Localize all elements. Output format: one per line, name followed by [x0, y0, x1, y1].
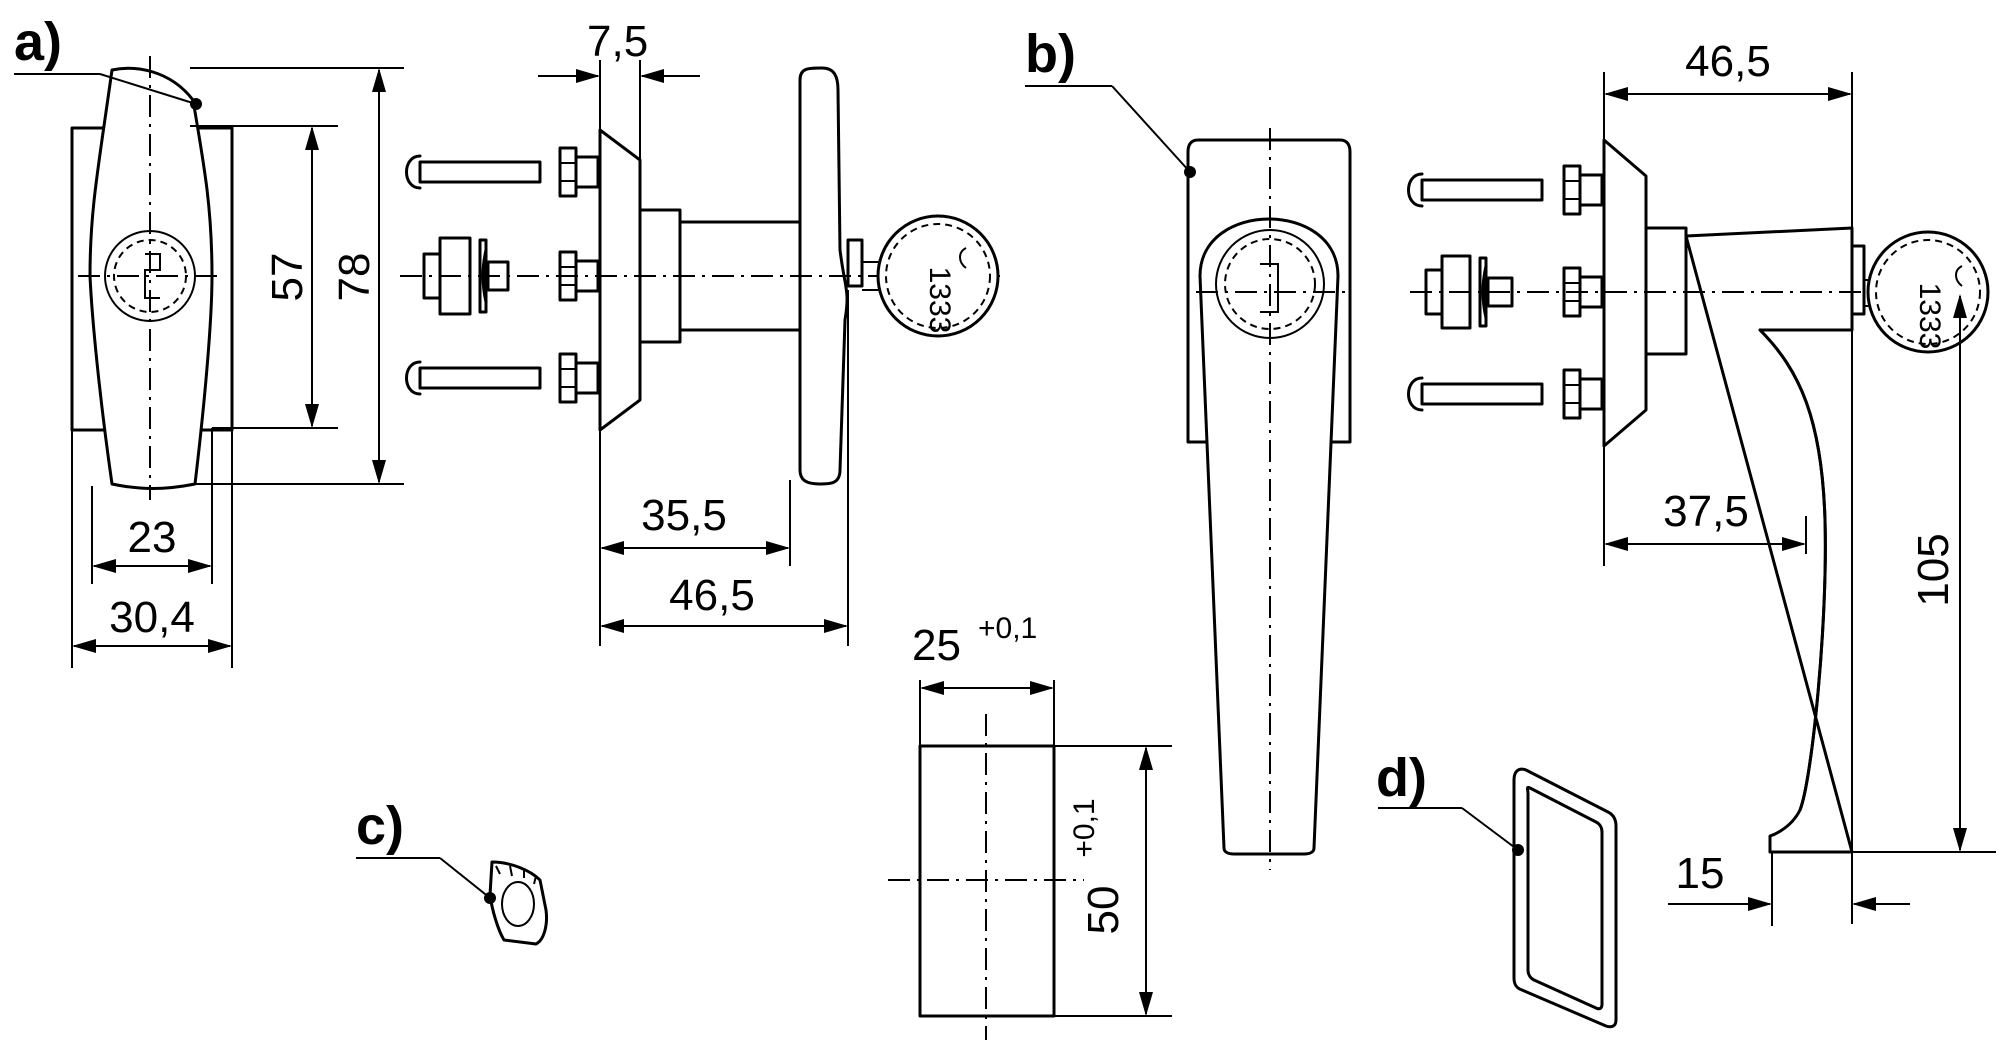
dim-a-height-outer: 78: [330, 253, 379, 302]
dim-a-depth-body: 35,5: [641, 491, 727, 540]
dim-a-depth-total: 46,5: [669, 571, 755, 620]
part-c-cam: [356, 857, 548, 946]
dim-cutout-width-tol: +0,1: [978, 612, 1037, 645]
dim-a-top-offset: 7,5: [587, 17, 648, 66]
view-b-side: 1333: [1407, 72, 1996, 926]
dim-cutout-height: 50: [1079, 886, 1128, 935]
dim-b-depth-body: 37,5: [1663, 487, 1749, 536]
callout-labels: a) b) c) d): [14, 12, 1427, 856]
dim-b-tip: 15: [1676, 849, 1725, 898]
dim-cutout-width: 25: [912, 621, 961, 670]
panel-cutout: [888, 680, 1172, 1040]
label-a: a): [14, 12, 62, 72]
dim-a-height-inner: 57: [263, 253, 312, 302]
dimension-texts: 7,5 57 78 23 30,4 35,5 46,5 46,5 37,5 10…: [109, 17, 1958, 934]
key-a: 1333: [862, 214, 1000, 338]
view-a-side: 1333: [400, 60, 1000, 646]
part-d-gasket: [1378, 767, 1618, 1029]
dim-b-depth-total: 46,5: [1685, 37, 1771, 86]
dim-a-width-inner: 23: [128, 513, 177, 562]
label-c: c): [356, 796, 404, 856]
svg-text:1333: 1333: [1913, 283, 1946, 350]
label-b: b): [1025, 24, 1076, 84]
key-b: 1333: [1864, 230, 1990, 354]
label-d: d): [1376, 748, 1427, 808]
svg-text:1333: 1333: [923, 267, 956, 334]
dim-cutout-height-tol: +0,1: [1068, 798, 1101, 857]
dim-b-height: 105: [1909, 533, 1958, 606]
dim-a-width-outer: 30,4: [109, 593, 195, 642]
view-b-front: [1025, 85, 1352, 870]
view-a-front: [14, 56, 404, 668]
